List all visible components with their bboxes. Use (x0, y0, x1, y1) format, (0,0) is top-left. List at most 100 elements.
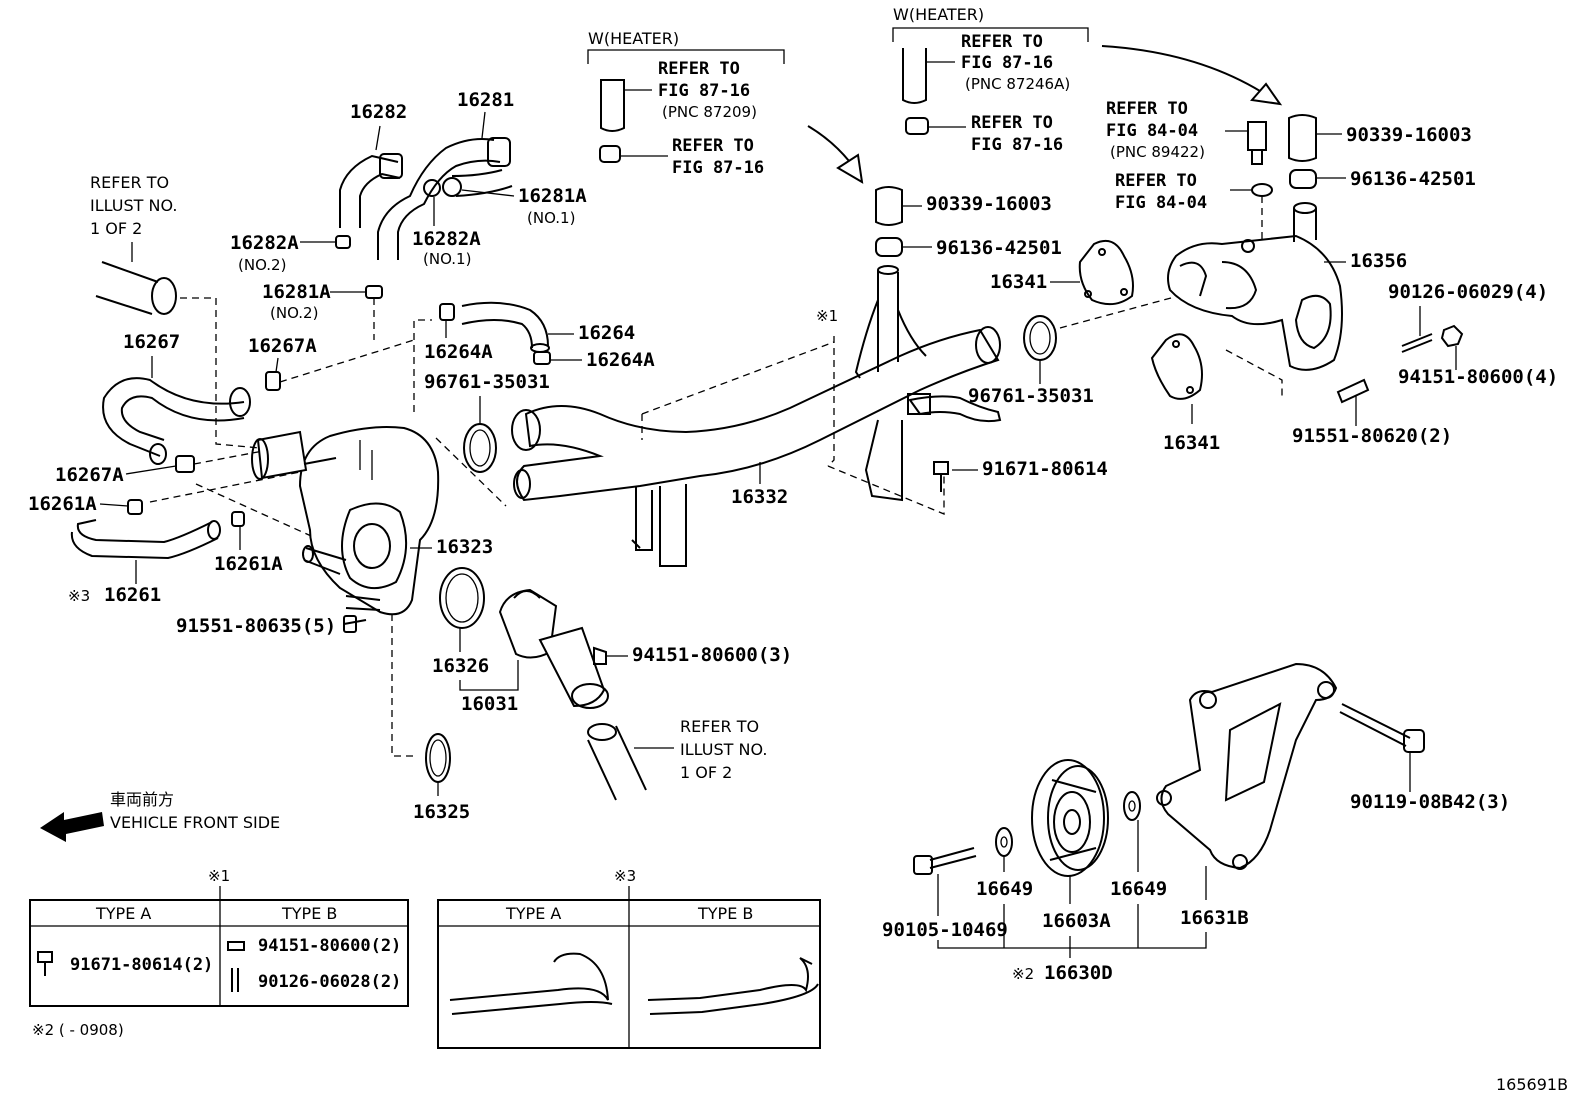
svg-text:※3: ※3 (614, 867, 636, 885)
svg-text:16323: 16323 (436, 536, 493, 558)
svg-text:16282A: 16282A (412, 228, 481, 250)
heater-left-refer-2: REFER TO (672, 136, 754, 156)
hose-type-a (449, 952, 613, 1015)
idler-pulley-16603A (1031, 759, 1109, 877)
water-outlet-16356 (1167, 202, 1343, 371)
svg-text:ILLUST NO.: ILLUST NO. (90, 196, 177, 215)
svg-text:REFER TO: REFER TO (1115, 171, 1197, 191)
washer-16649-a (995, 827, 1013, 857)
footnote: ※2 ( - 0908) (32, 1021, 124, 1039)
svg-text:16649: 16649 (1110, 878, 1167, 900)
svg-text:16325: 16325 (413, 801, 470, 823)
svg-text:16267: 16267 (123, 331, 180, 353)
thermostat-outlet-16031 (498, 588, 609, 709)
temp-sensor-icon (1247, 121, 1267, 151)
table-star1: ※1 TYPE A TYPE B 91671-80614(2) 94151-80… (29, 867, 409, 1007)
stud-90126-06029 (1401, 333, 1433, 353)
svg-text:※1: ※1 (816, 307, 838, 325)
svg-text:16341: 16341 (1163, 432, 1220, 454)
svg-text:91671-80614(2): 91671-80614(2) (70, 955, 213, 975)
svg-text:16282A: 16282A (230, 232, 299, 254)
svg-text:(PNC 89422): (PNC 89422) (1110, 143, 1205, 161)
clamp-icon (905, 117, 929, 135)
table-star3: ※3 TYPE A TYPE B (437, 867, 821, 1049)
svg-text:(PNC 87209): (PNC 87209) (662, 103, 757, 121)
svg-text:96136-42501: 96136-42501 (1350, 168, 1476, 190)
heater-right-bracket (892, 27, 1089, 42)
svg-text:16332: 16332 (731, 486, 788, 508)
svg-text:16649: 16649 (976, 878, 1033, 900)
svg-text:TYPE A: TYPE A (505, 904, 561, 923)
svg-text:16282: 16282 (350, 101, 407, 123)
svg-text:REFER TO: REFER TO (680, 717, 759, 736)
svg-text:TYPE B: TYPE B (697, 904, 753, 923)
svg-text:FIG 84-04: FIG 84-04 (1106, 121, 1198, 141)
gasket-16326 (439, 567, 485, 629)
svg-text:96761-35031: 96761-35031 (968, 385, 1094, 407)
clamp-icon (599, 145, 621, 163)
svg-text:16267A: 16267A (55, 464, 124, 486)
clamp-16267A-bot (175, 455, 195, 473)
heater-left-bracket (587, 49, 785, 64)
heater-right-group: W(HEATER) REFER TO FIG 87-16 (PNC 87246A… (892, 5, 1089, 155)
svg-text:※2: ※2 (1012, 965, 1034, 983)
svg-text:16031: 16031 (461, 693, 518, 715)
svg-text:90339-16003: 90339-16003 (1346, 124, 1472, 146)
clamp-16264A-a (439, 303, 455, 321)
svg-text:91551-80635(5): 91551-80635(5) (176, 615, 336, 637)
svg-text:91671-80614: 91671-80614 (982, 458, 1108, 480)
hose-16261 (76, 519, 213, 544)
gasket-16341-bottom (1150, 333, 1203, 400)
svg-text:1 OF 2: 1 OF 2 (90, 219, 142, 238)
svg-text:(NO.2): (NO.2) (238, 256, 286, 274)
oring-96761-left (463, 423, 497, 473)
svg-text:16631B: 16631B (1180, 907, 1249, 929)
svg-text:16326: 16326 (432, 655, 489, 677)
svg-text:90105-10469: 90105-10469 (882, 919, 1008, 941)
heater-hose-icon (902, 48, 927, 104)
svg-text:1 OF 2: 1 OF 2 (680, 763, 732, 782)
svg-text:90126-06028(2): 90126-06028(2) (258, 972, 401, 992)
nut-icon (227, 941, 245, 951)
svg-text:16264: 16264 (578, 322, 635, 344)
svg-text:16264A: 16264A (586, 349, 655, 371)
svg-text:REFER TO: REFER TO (1106, 99, 1188, 119)
bolt-90119 (1339, 703, 1411, 747)
front-side-en: VEHICLE FRONT SIDE (110, 813, 280, 832)
bolt-91671-80614 (933, 461, 949, 492)
svg-text:(NO.2): (NO.2) (270, 304, 318, 322)
svg-text:16281A: 16281A (262, 281, 331, 303)
svg-text:(PNC 87246A): (PNC 87246A) (965, 75, 1070, 93)
heater-right-refer-2: REFER TO (971, 113, 1053, 133)
svg-text:FIG 87-16: FIG 87-16 (658, 81, 750, 101)
hose-16267 (102, 377, 245, 457)
svg-text:16264A: 16264A (424, 341, 493, 363)
front-side-jp: 車両前方 (110, 790, 174, 809)
svg-text:16267A: 16267A (248, 335, 317, 357)
hose-16281 (377, 138, 495, 260)
svg-text:16603A: 16603A (1042, 910, 1111, 932)
stud-icon (231, 968, 239, 992)
direction-arrow (1101, 45, 1269, 97)
hose-refer-top (95, 261, 159, 315)
upper-hoses (339, 137, 513, 260)
svg-text:16261: 16261 (104, 584, 161, 606)
svg-text:16356: 16356 (1350, 250, 1407, 272)
idler-bracket-16631B (1156, 662, 1338, 870)
clamp-16264A-b (533, 351, 551, 365)
svg-text:94151-80600(3): 94151-80600(3) (632, 644, 792, 666)
hose-90339-mid (875, 186, 903, 226)
vehicle-front-arrow-icon (40, 812, 104, 842)
svg-text:FIG 87-16: FIG 87-16 (971, 135, 1063, 155)
svg-text:96136-42501: 96136-42501 (936, 237, 1062, 259)
water-inlet-housing (251, 426, 440, 616)
clamp-16261A-a (127, 499, 143, 515)
clamp-16261A-b (231, 511, 245, 527)
heater-right-header: W(HEATER) (893, 5, 984, 24)
hose-refer-bottom (587, 725, 647, 801)
svg-text:(NO.1): (NO.1) (527, 209, 575, 227)
svg-text:ILLUST NO.: ILLUST NO. (680, 740, 767, 759)
nut-94151-4 (1440, 324, 1464, 348)
svg-text:94151-80600(2): 94151-80600(2) (258, 936, 401, 956)
